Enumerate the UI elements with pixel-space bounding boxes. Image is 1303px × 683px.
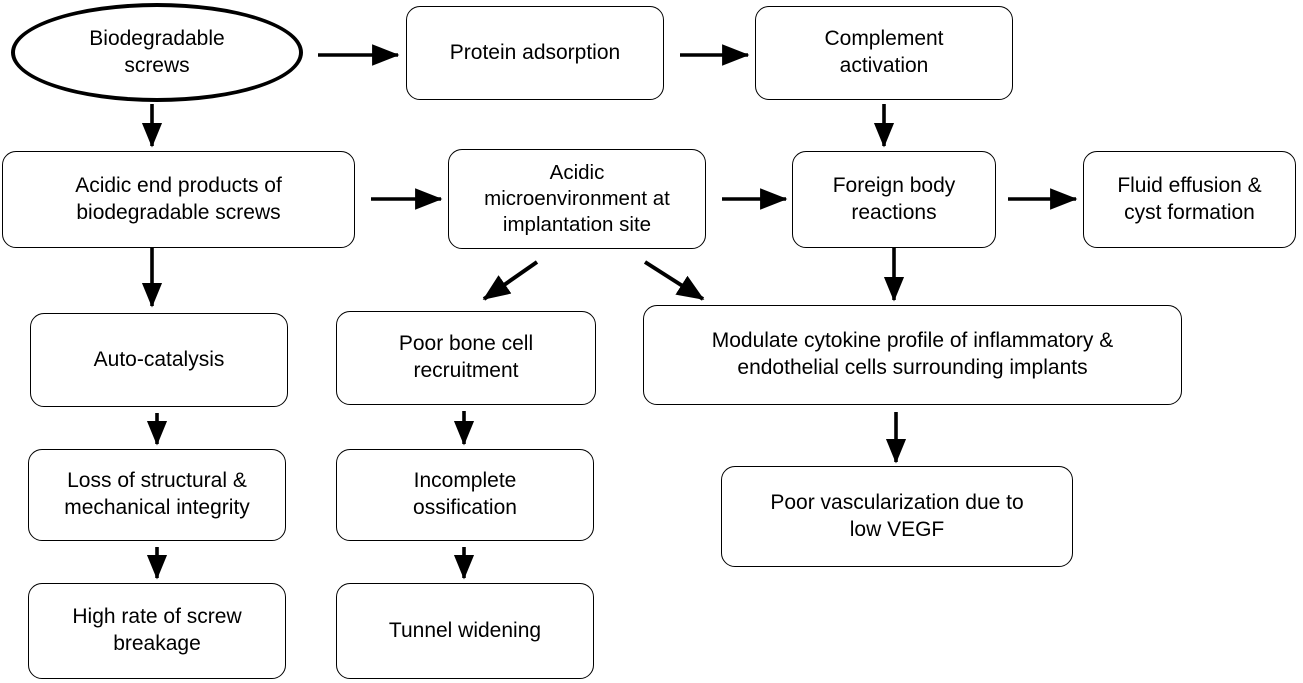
node-tunnel-widening[interactable]: Tunnel widening	[336, 583, 594, 679]
edge-microenvironment-to-poor-bone	[482, 260, 539, 301]
node-fluid-effusion-cyst-formation[interactable]: Fluid effusion & cyst formation	[1083, 151, 1296, 248]
node-incomplete-ossification[interactable]: Incomplete ossification	[336, 449, 594, 541]
node-biodegradable-screws[interactable]: Biodegradable screws	[11, 3, 303, 102]
node-loss-structural-mechanical-integrity[interactable]: Loss of structural & mechanical integrit…	[28, 449, 286, 541]
node-foreign-body-reactions[interactable]: Foreign body reactions	[792, 151, 996, 248]
edge-microenvironment-to-modulate	[643, 260, 705, 301]
node-auto-catalysis[interactable]: Auto-catalysis	[30, 313, 288, 407]
node-complement-activation[interactable]: Complement activation	[755, 6, 1013, 100]
node-acidic-end-products[interactable]: Acidic end products of biodegradable scr…	[2, 151, 355, 248]
node-modulate-cytokine-profile[interactable]: Modulate cytokine profile of inflammator…	[643, 305, 1182, 405]
node-high-rate-screw-breakage[interactable]: High rate of screw breakage	[28, 583, 286, 679]
node-acidic-microenvironment[interactable]: Acidic microenvironment at implantation …	[448, 149, 706, 249]
node-poor-bone-cell-recruitment[interactable]: Poor bone cell recruitment	[336, 311, 596, 405]
node-poor-vascularization-low-vegf[interactable]: Poor vascularization due to low VEGF	[721, 466, 1073, 567]
node-protein-adsorption[interactable]: Protein adsorption	[406, 6, 664, 100]
